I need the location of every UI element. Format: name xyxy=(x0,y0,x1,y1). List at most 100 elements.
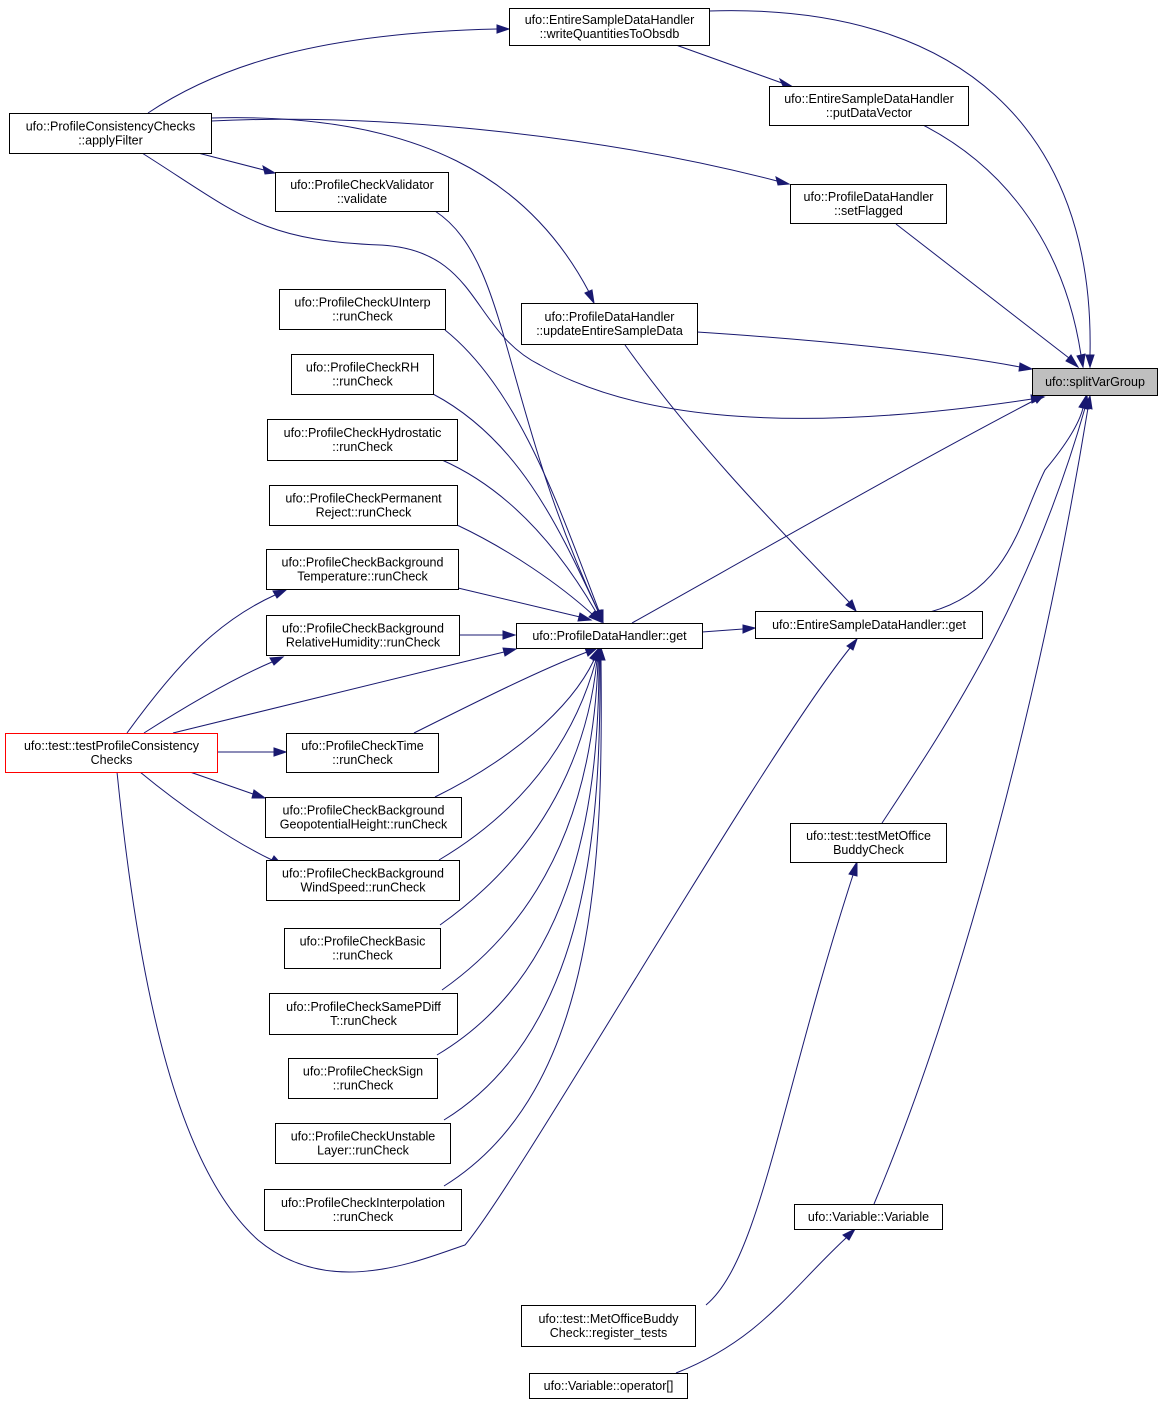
node-label-line: Check::register_tests xyxy=(550,1326,667,1340)
node-label-line: ufo::ProfileCheckSign xyxy=(303,1065,423,1079)
node-label-line: ufo::ProfileDataHandler::get xyxy=(532,629,687,643)
node-box xyxy=(269,993,458,1035)
node-label-line: ::updateEntireSampleData xyxy=(536,324,683,338)
node-pc-sign[interactable]: ufo::ProfileCheckSign::runCheck xyxy=(288,1058,438,1099)
node-pdh-get[interactable]: ufo::ProfileDataHandler::get xyxy=(516,623,703,649)
node-label-line: ufo::Variable::operator[] xyxy=(544,1379,674,1393)
node-label-line: ufo::test::testProfileConsistency xyxy=(24,739,200,753)
edge-pc-basic-to-pdh-get xyxy=(439,646,602,926)
node-label-line: ufo::ProfileCheckBasic xyxy=(300,935,426,949)
node-pc-rh[interactable]: ufo::ProfileCheckRH::runCheck xyxy=(291,354,434,395)
edge-test-pcc-to-pc-bgtemp xyxy=(126,589,288,734)
node-pcv-validate[interactable]: ufo::ProfileCheckValidator::validate xyxy=(275,172,449,212)
node-pc-basic[interactable]: ufo::ProfileCheckBasic::runCheck xyxy=(284,928,441,969)
edge-mobc-register-to-test-mobc xyxy=(705,860,858,1306)
node-pdh-setflagged[interactable]: ufo::ProfileDataHandler::setFlagged xyxy=(790,184,947,224)
node-box xyxy=(521,1305,696,1347)
node-label-line: ufo::ProfileCheckSamePDiff xyxy=(286,1000,441,1014)
node-box xyxy=(769,86,969,126)
edge-pdh-get-to-splitvargroup xyxy=(631,393,1047,624)
node-pc-bgrh[interactable]: ufo::ProfileCheckBackgroundRelativeHumid… xyxy=(266,615,460,656)
edge-pc-samep-to-pdh-get xyxy=(441,646,603,991)
node-box xyxy=(266,549,459,590)
node-box xyxy=(790,184,947,224)
edge-pcc-apply-to-esdh-write xyxy=(147,24,511,114)
node-esdh-get[interactable]: ufo::EntireSampleDataHandler::get xyxy=(755,611,983,639)
edge-pdh-update-to-esdh-get xyxy=(624,344,857,613)
node-label-line: ::applyFilter xyxy=(78,134,143,148)
node-box xyxy=(266,615,460,656)
node-mobc-register[interactable]: ufo::test::MetOfficeBuddyCheck::register… xyxy=(521,1305,696,1347)
edge-pc-bgws-to-pdh-get xyxy=(438,646,601,861)
node-label-line: ufo::test::testMetOffice xyxy=(806,829,931,843)
node-label-line: ufo::ProfileCheckRH xyxy=(306,361,419,375)
node-pc-time[interactable]: ufo::ProfileCheckTime::runCheck xyxy=(286,733,439,773)
edge-pcc-apply-to-pdh-update xyxy=(210,117,595,305)
node-label-line: ::runCheck xyxy=(332,753,393,767)
node-label-line: Temperature::runCheck xyxy=(297,570,428,584)
node-label-line: ::runCheck xyxy=(333,1210,394,1224)
node-box xyxy=(516,623,703,649)
node-pc-hydro[interactable]: ufo::ProfileCheckHydrostatic::runCheck xyxy=(267,419,458,461)
node-label-line: ::runCheck xyxy=(332,440,393,454)
node-box xyxy=(286,733,439,773)
edge-esdh-get-to-splitvargroup xyxy=(929,394,1088,613)
node-box xyxy=(291,354,434,395)
edge-pc-unstable-to-pdh-get xyxy=(443,646,605,1121)
node-pcu-interp[interactable]: ufo::ProfileCheckUInterp::runCheck xyxy=(279,289,446,330)
node-box xyxy=(509,8,710,46)
node-box xyxy=(279,289,446,330)
node-var-operator[interactable]: ufo::Variable::operator[] xyxy=(529,1373,688,1399)
node-label-line: ::validate xyxy=(337,192,387,206)
node-box xyxy=(284,928,441,969)
edge-test-pcc-to-pc-bggeo xyxy=(189,771,267,799)
node-splitVarGroup[interactable]: ufo::splitVarGroup xyxy=(1032,368,1158,396)
node-box xyxy=(275,1123,451,1164)
node-pc-interp[interactable]: ufo::ProfileCheckInterpolation::runCheck xyxy=(264,1189,462,1231)
edge-esdh-write-to-splitvargroup xyxy=(708,10,1095,369)
node-box xyxy=(265,797,462,838)
node-pcc-apply[interactable]: ufo::ProfileConsistencyChecks::applyFilt… xyxy=(9,113,212,154)
node-label-line: ufo::EntireSampleDataHandler::get xyxy=(772,618,966,632)
node-label-line: RelativeHumidity::runCheck xyxy=(286,636,441,650)
node-label-line: ufo::ProfileCheckHydrostatic xyxy=(284,426,442,440)
node-label-line: Layer::runCheck xyxy=(317,1144,409,1158)
node-box xyxy=(1032,368,1158,396)
node-box xyxy=(266,860,460,901)
node-label-line: ufo::ProfileDataHandler xyxy=(545,310,675,324)
edge-test-pcc-to-pc-bgws xyxy=(139,771,285,867)
node-pc-bgws[interactable]: ufo::ProfileCheckBackgroundWindSpeed::ru… xyxy=(266,860,460,901)
node-pc-perm[interactable]: ufo::ProfileCheckPermanentReject::runChe… xyxy=(269,485,458,526)
node-esdh-write[interactable]: ufo::EntireSampleDataHandler::writeQuant… xyxy=(509,8,710,46)
edge-var-variable-to-splitvargroup xyxy=(873,394,1093,1205)
node-label-line: ufo::ProfileCheckPermanent xyxy=(285,492,442,506)
node-box xyxy=(5,733,218,773)
node-label-line: ::putDataVector xyxy=(826,106,912,120)
node-label-line: ufo::ProfileDataHandler xyxy=(804,190,934,204)
node-label-line: ufo::splitVarGroup xyxy=(1045,375,1145,389)
node-label-line: GeopotentialHeight::runCheck xyxy=(280,818,448,832)
node-box xyxy=(790,823,947,863)
node-label-line: T::runCheck xyxy=(330,1014,397,1028)
node-box xyxy=(288,1058,438,1099)
node-label-line: ::runCheck xyxy=(332,310,393,324)
node-pc-bggeo[interactable]: ufo::ProfileCheckBackgroundGeopotentialH… xyxy=(265,797,462,838)
node-label-line: ::setFlagged xyxy=(834,204,903,218)
call-edges xyxy=(116,10,1095,1374)
edge-test-pcc-to-esdh-get xyxy=(116,637,859,1273)
node-label-line: Checks xyxy=(91,753,133,767)
node-label-line: ufo::ProfileCheckBackground xyxy=(282,556,444,570)
node-pdh-update[interactable]: ufo::ProfileDataHandler::updateEntireSam… xyxy=(521,303,698,345)
node-var-variable[interactable]: ufo::Variable::Variable xyxy=(794,1204,943,1230)
node-esdh-put[interactable]: ufo::EntireSampleDataHandler::putDataVec… xyxy=(769,86,969,126)
edge-esdh-put-to-splitvargroup xyxy=(922,124,1086,369)
node-label-line: ufo::ProfileCheckValidator xyxy=(290,178,434,192)
node-label-line: ufo::ProfileCheckUnstable xyxy=(291,1130,436,1144)
node-label-line: ufo::ProfileCheckTime xyxy=(301,739,424,753)
node-label-line: Reject::runCheck xyxy=(316,506,413,520)
node-pc-bgtemp[interactable]: ufo::ProfileCheckBackgroundTemperature::… xyxy=(266,549,459,590)
